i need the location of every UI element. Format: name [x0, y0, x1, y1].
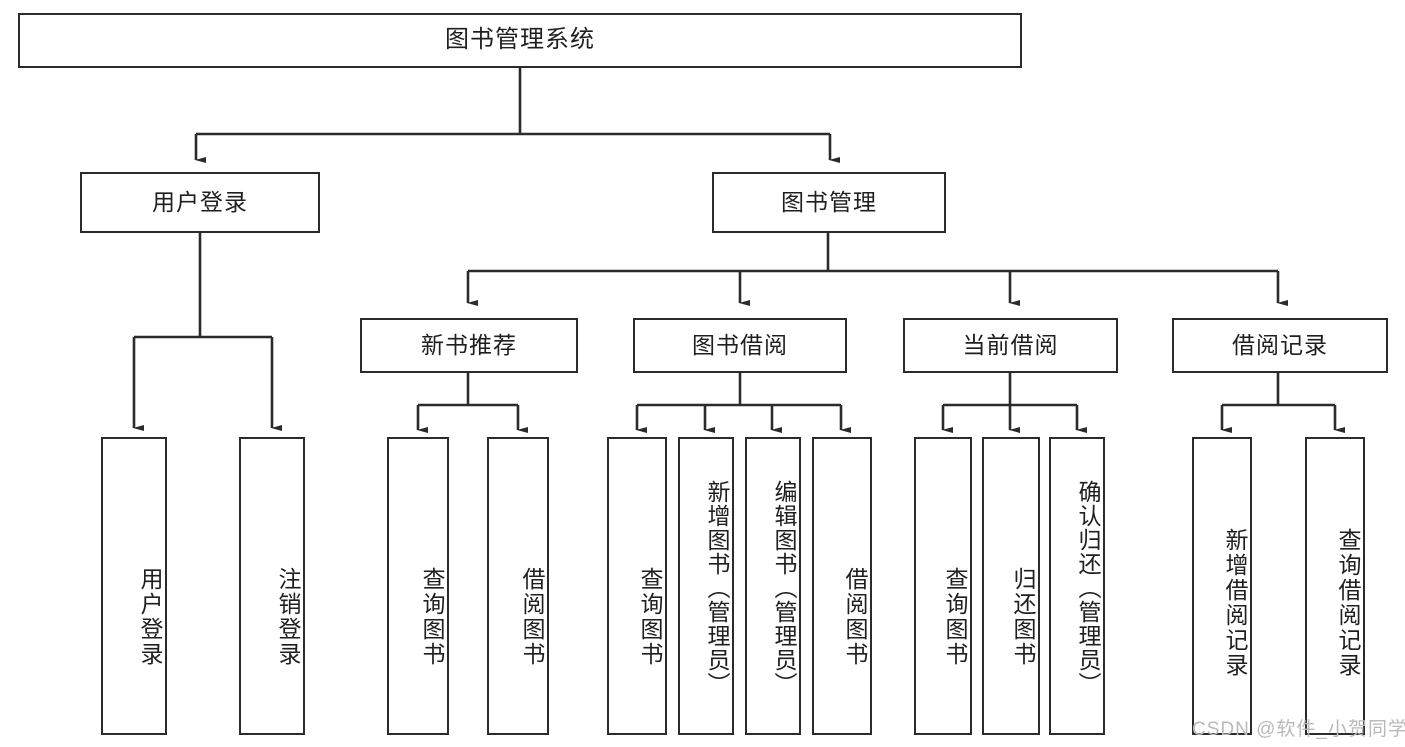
- node-leaf-edit-book[interactable]: 编辑图书（管理员）: [745, 437, 801, 735]
- node-leaf-query-record[interactable]: 查询借阅记录: [1305, 437, 1365, 735]
- node-leaf-return-book[interactable]: 归还图书: [982, 437, 1040, 735]
- node-leaf-query-book-1[interactable]: 查询图书: [387, 437, 449, 735]
- node-current-borrow[interactable]: 当前借阅: [903, 318, 1118, 373]
- node-leaf-query-book-2[interactable]: 查询图书: [607, 437, 667, 735]
- node-leaf-borrow-book-2[interactable]: 借阅图书: [812, 437, 872, 735]
- node-leaf-confirm-return[interactable]: 确认归还（管理员）: [1049, 437, 1105, 735]
- node-leaf-add-book[interactable]: 新增图书（管理员）: [678, 437, 734, 735]
- node-root-book-management-system[interactable]: 图书管理系统: [18, 13, 1022, 68]
- node-book-manage[interactable]: 图书管理: [712, 172, 946, 233]
- node-leaf-logout[interactable]: 注销登录: [239, 437, 305, 735]
- node-book-borrow[interactable]: 图书借阅: [633, 318, 847, 373]
- node-borrow-record[interactable]: 借阅记录: [1172, 318, 1388, 373]
- node-leaf-add-record[interactable]: 新增借阅记录: [1192, 437, 1252, 735]
- node-leaf-query-book-3[interactable]: 查询图书: [914, 437, 972, 735]
- node-user-login[interactable]: 用户登录: [80, 172, 320, 233]
- watermark-text: CSDN @软件_小贺同学: [1192, 719, 1405, 740]
- node-new-book-recommend[interactable]: 新书推荐: [360, 318, 578, 373]
- node-leaf-user-login[interactable]: 用户登录: [101, 437, 167, 735]
- node-leaf-borrow-book-1[interactable]: 借阅图书: [487, 437, 549, 735]
